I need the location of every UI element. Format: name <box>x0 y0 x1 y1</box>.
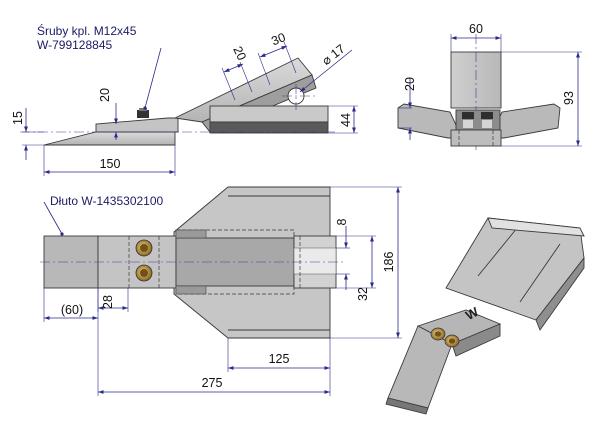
side-view: 15 20 150 44 20 30 ⌀ 17 <box>11 30 358 176</box>
screws-title: Śruby kpl. M12x45 <box>37 23 137 38</box>
front-view: 60 93 20 <box>397 22 582 150</box>
dim-20-left: 20 <box>98 88 112 102</box>
side-base-plate <box>209 105 329 123</box>
screws-code: W-799128845 <box>37 38 112 52</box>
plan-dim-125: 125 <box>269 352 290 366</box>
side-bracket <box>95 117 179 133</box>
front-dim-60: 60 <box>469 22 483 36</box>
dim-150: 150 <box>100 157 121 171</box>
side-chisel <box>43 131 176 146</box>
front-dim-93: 93 <box>562 91 576 105</box>
plan-dim-275: 275 <box>202 376 223 390</box>
plan-dim-32: 32 <box>356 287 370 301</box>
dim-15: 15 <box>11 111 25 125</box>
plan-dim-186: 186 <box>382 252 396 273</box>
plan-dim-28: 28 <box>101 295 115 309</box>
plan-view: 8 32 186 28 (60) 125 275 <box>40 186 402 396</box>
front-dim-20: 20 <box>403 77 417 91</box>
side-bolt-head <box>137 110 149 118</box>
plan-bolt-1 <box>135 239 153 257</box>
dim-44: 44 <box>339 113 353 127</box>
plan-bolt-2 <box>135 264 153 282</box>
dim-dia-17: ⌀ 17 <box>319 42 347 68</box>
chisel-label: Dłuto W-1435302100 <box>50 194 164 208</box>
plan-dim-60: (60) <box>61 303 83 317</box>
iso-wing-top <box>445 217 585 321</box>
front-lower-block <box>450 129 502 147</box>
dim-20-top: 20 <box>230 44 249 63</box>
plan-dim-8: 8 <box>335 218 349 225</box>
front-right-wing <box>489 103 561 139</box>
side-base-dark <box>209 121 329 134</box>
isometric-view: W <box>385 217 585 415</box>
dim-30: 30 <box>269 30 287 48</box>
